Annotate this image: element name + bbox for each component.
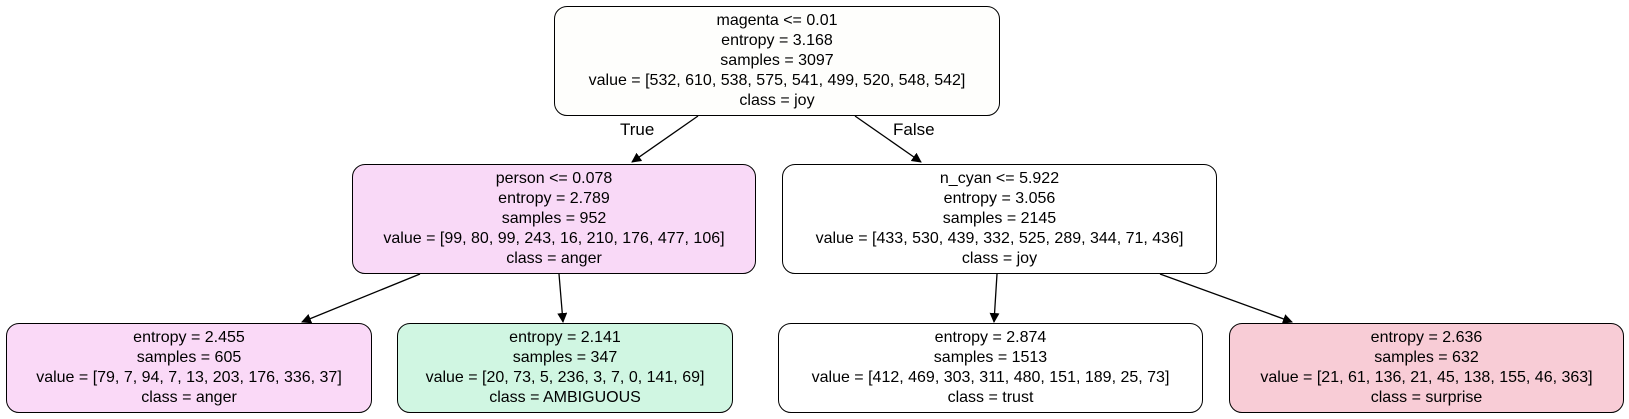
edge-person-leaf1 [301,273,421,324]
node-root-split: magenta <= 0.01 [716,12,838,29]
node-person-split: person <= 0.078 [495,170,613,187]
node-leaf-4-samples: samples = 632 [1374,349,1479,366]
node-leaf-2-value: value = [20, 73, 5, 236, 3, 7, 0, 141, 6… [425,369,705,386]
node-leaf-3-value: value = [412, 469, 303, 311, 480, 151, 1… [811,369,1170,386]
edge-person-leaf2 [557,273,568,323]
node-leaf-1-value: value = [79, 7, 94, 7, 13, 203, 176, 336… [36,369,342,386]
node-leaf-1: entropy = 2.455 samples = 605 value = [7… [6,323,372,413]
node-root-class: class = joy [739,92,815,109]
node-leaf-2-class: class = AMBIGUOUS [489,389,641,406]
node-person-class: class = anger [506,250,602,267]
node-root-entropy: entropy = 3.168 [721,32,833,49]
node-leaf-3-samples: samples = 1513 [933,349,1048,366]
node-leaf-1-entropy: entropy = 2.455 [133,329,245,346]
node-leaf-4: entropy = 2.636 samples = 632 value = [2… [1229,323,1624,413]
node-leaf-2-samples: samples = 347 [512,349,618,366]
node-ncyan-class: class = joy [961,250,1038,267]
edge-root-person [631,115,699,163]
edge-label-false: False [893,120,935,139]
node-ncyan-split: n_cyan <= 5.922 [939,170,1060,187]
node-leaf-4-value: value = [21, 61, 136, 21, 45, 138, 155, … [1260,369,1593,386]
node-leaf-4-class: class = surprise [1370,389,1483,406]
node-ncyan-entropy: entropy = 3.056 [943,190,1056,207]
node-ncyan: n_cyan <= 5.922 entropy = 3.056 samples … [782,164,1217,274]
edge-label-true: True [620,120,655,139]
node-ncyan-value: value = [433, 530, 439, 332, 525, 289, 3… [815,230,1184,247]
node-person-entropy: entropy = 2.789 [498,190,610,207]
node-leaf-3-entropy: entropy = 2.874 [934,329,1047,346]
node-root-value: value = [532, 610, 538, 575, 541, 499, 5… [588,72,966,89]
node-root-samples: samples = 3097 [720,52,834,69]
node-person: person <= 0.078 entropy = 2.789 samples … [352,164,756,274]
node-leaf-4-entropy: entropy = 2.636 [1370,329,1483,346]
node-ncyan-samples: samples = 2145 [942,210,1057,227]
edge-root-ncyan [854,115,922,163]
node-leaf-2-entropy: entropy = 2.141 [509,329,621,346]
node-person-samples: samples = 952 [501,210,607,227]
node-leaf-1-samples: samples = 605 [136,349,242,366]
node-leaf-1-class: class = anger [141,389,237,406]
node-person-value: value = [99, 80, 99, 243, 16, 210, 176, … [383,230,725,247]
node-leaf-3-class: class = trust [947,389,1034,406]
node-root: magenta <= 0.01 entropy = 3.168 samples … [554,6,1000,116]
edge-ncyan-leaf3 [989,273,1000,323]
node-leaf-3: entropy = 2.874 samples = 1513 value = [… [778,323,1203,413]
node-leaf-2: entropy = 2.141 samples = 347 value = [2… [397,323,733,413]
edge-ncyan-leaf4 [1159,273,1293,324]
